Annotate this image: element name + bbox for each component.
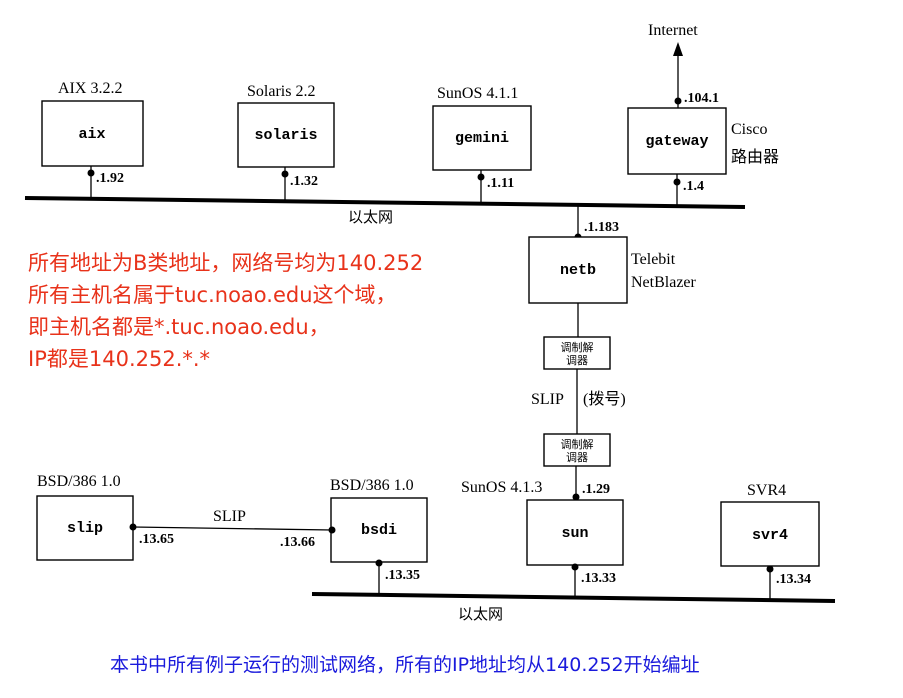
gemini-os-label: SunOS 4.1.1 [437,85,518,102]
bsdi-hostname: bsdi [361,522,397,539]
gateway-os-line2: 路由器 [731,147,779,166]
gateway-port-bottom [673,178,681,186]
note-line-2: 所有主机名属于tuc.noao.edu这个域， [28,283,397,307]
note-line-1: 所有地址为B类地址，网络号均为140.252 [28,251,423,275]
svr4-hostname: svr4 [752,527,788,544]
host-aix [41,100,144,167]
solaris-os-label: Solaris 2.2 [247,83,315,100]
address-notes: 所有地址为B类地址，网络号均为140.252 所有主机名属于tuc.noao.e… [28,251,423,371]
gateway-ip-top: .104.1 [684,91,719,106]
note-line-4: IP都是140.252.*.* [28,347,210,371]
ethernet-top-label: 以太网 [348,208,393,226]
solaris-port [281,170,289,178]
sun-port-top [572,493,580,501]
sun-ip-bottom: .13.33 [581,571,616,586]
gateway-os-line1: Cisco [731,121,767,138]
gemini-hostname: gemini [455,130,509,147]
slip-port [129,523,137,531]
slip-dialup-label: SLIP [531,391,564,408]
gateway-ip-bottom: .1.4 [683,179,704,194]
aix-port [87,169,95,177]
modem-bottom-line2: 调器 [566,451,588,464]
slip-os-label: BSD/386 1.0 [37,473,121,490]
modem-top-line1: 调制解 [561,340,594,354]
netb-os-line1: Telebit [631,251,676,268]
sun-port-bottom [571,563,579,571]
modem-top [543,336,611,370]
aix-hostname: aix [78,126,105,143]
gateway-port-top [674,97,682,105]
sun-hostname: sun [561,525,588,542]
ethernet-bus-top [24,196,746,209]
figure-caption: 本书中所有例子运行的测试网络，所有的IP地址均从140.252开始编址 [110,654,700,676]
gemini-ip: .1.11 [487,176,514,191]
internet-arrow-icon [673,42,683,56]
svr4-os-label: SVR4 [747,482,786,499]
netb-ip: .1.183 [584,220,619,235]
modem-bottom-line1: 调制解 [561,437,594,451]
gateway-hostname: gateway [645,133,708,150]
slip-link-line [132,526,333,531]
aix-ip: .1.92 [96,171,124,186]
host-bsdi [330,497,428,563]
host-slip [36,495,134,561]
aix-os-label: AIX 3.2.2 [58,80,122,97]
slip-hostname: slip [67,520,103,537]
bsdi-port-left [328,526,336,534]
host-netb [528,236,628,304]
gemini-port [477,173,485,181]
modem-top-line2: 调器 [566,354,588,367]
netb-os-line2: NetBlazer [631,274,697,291]
sun-os-label: SunOS 4.1.3 [461,479,542,496]
host-svr4 [720,501,820,567]
solaris-hostname: solaris [254,127,317,144]
note-line-3: 即主机名都是*.tuc.noao.edu， [28,315,330,339]
slip-link-label: SLIP [213,508,246,525]
slip-ip: .13.65 [139,532,174,547]
bsdi-ip-bottom: .13.35 [385,568,420,583]
host-sun [526,499,624,566]
netb-hostname: netb [560,262,596,279]
solaris-ip: .1.32 [290,174,318,189]
slip-dialup-note: (拨号) [583,390,626,408]
bsdi-port-bottom [375,559,383,567]
ethernet-bus-bottom [311,592,836,603]
ethernet-bottom-label: 以太网 [458,605,503,623]
modem-bottom [543,433,611,467]
bsdi-os-label: BSD/386 1.0 [330,477,414,494]
internet-label: Internet [648,22,698,39]
host-gateway [627,107,727,175]
svr4-port [766,565,774,573]
sun-ip-top: .1.29 [582,482,610,497]
host-solaris [237,102,335,168]
bsdi-ip-left: .13.66 [280,535,315,550]
host-gemini [432,105,532,171]
svr4-ip: .13.34 [776,572,811,587]
